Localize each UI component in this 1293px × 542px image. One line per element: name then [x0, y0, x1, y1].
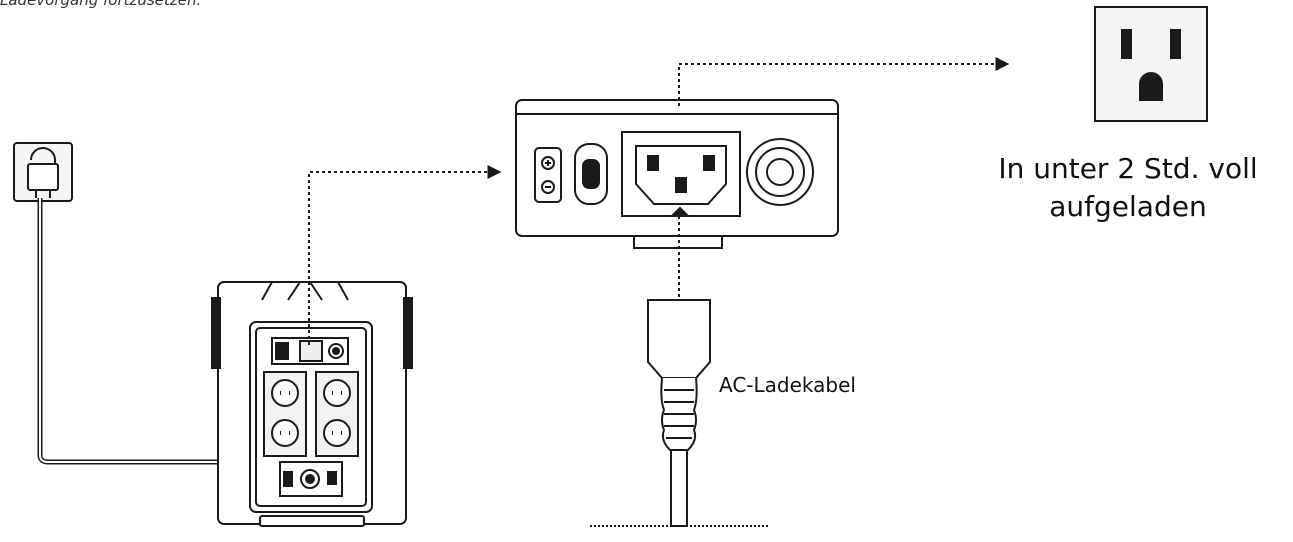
ac-plug-icon: [647, 299, 711, 527]
connection-line-outlet: [678, 57, 1010, 106]
ac-input-panel-icon: [515, 99, 839, 249]
connection-line-station: [308, 165, 502, 345]
wall-outlet-icon: [1094, 6, 1208, 122]
wall-plug-icon: [13, 142, 73, 202]
power-station-icon: [211, 281, 413, 527]
outlet-caption-line-2: aufgeladen: [1049, 190, 1207, 223]
intro-text: Ladevorgang fortzusetzen.: [0, 0, 202, 9]
outlet-caption-line-1: In unter 2 Std. voll: [998, 152, 1258, 185]
cable-label: AC-Ladekabel: [719, 373, 856, 397]
outlet-caption: In unter 2 Std. voll aufgeladen: [958, 150, 1293, 226]
